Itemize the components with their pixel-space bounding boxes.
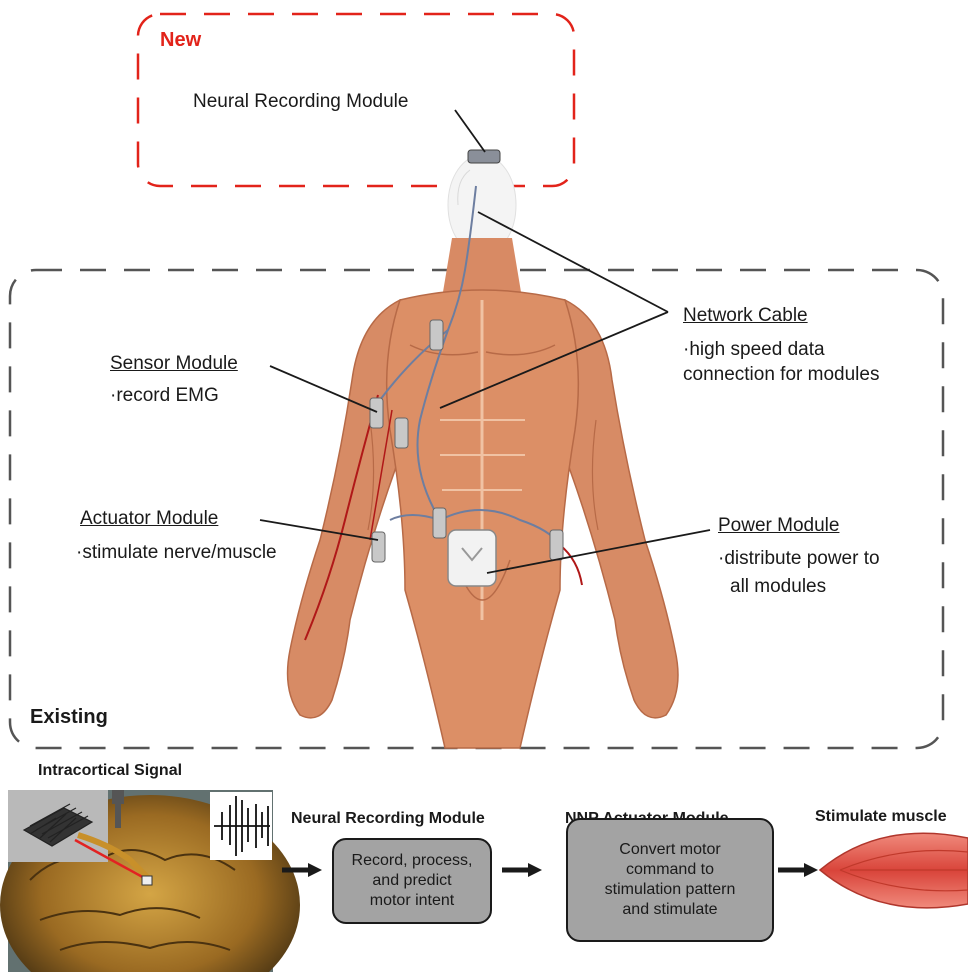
sensor-module-title: Sensor Module [110,353,238,375]
neural-module-leader [455,110,485,152]
power-module-note-1: ·distribute power to [718,546,880,571]
stage-2-line-4: and stimulate [605,900,736,920]
stage-1-header: Neural Recording Module [291,810,485,828]
stage-1-line-1: Record, process, [352,851,473,871]
muscle-image [820,833,968,908]
human-figure [288,150,678,748]
new-group-label: New [160,29,201,52]
network-cable-title: Network Cable [683,305,808,327]
neural-recording-module-label: Neural Recording Module [193,91,408,113]
sensor-module-note: ·record EMG [110,383,219,408]
brain-image [0,790,300,972]
existing-group-label: Existing [30,706,108,729]
stage-2-line-3: stimulation pattern [605,880,736,900]
stage-1-box: Record, process, and predict motor inten… [332,838,492,924]
stage-2-box: Convert motor command to stimulation pat… [566,818,774,942]
actuator-module-note: ·stimulate nerve/muscle [76,540,277,565]
network-cable-note-2: connection for modules [683,362,879,387]
stage-1-line-3: motor intent [352,891,473,911]
stage-2-line-2: command to [605,860,736,880]
power-module-device [448,530,496,586]
power-module-title: Power Module [718,515,839,537]
stage-3-header: Stimulate muscle [815,808,947,826]
network-cable-note-1: ·high speed data [683,337,825,362]
stage-1-line-2: and predict [352,871,473,891]
stage-2-line-1: Convert motor [605,840,736,860]
power-module-note-2: all modules [730,574,826,599]
intracortical-signal-label: Intracortical Signal [38,762,182,780]
actuator-module-title: Actuator Module [80,508,218,530]
